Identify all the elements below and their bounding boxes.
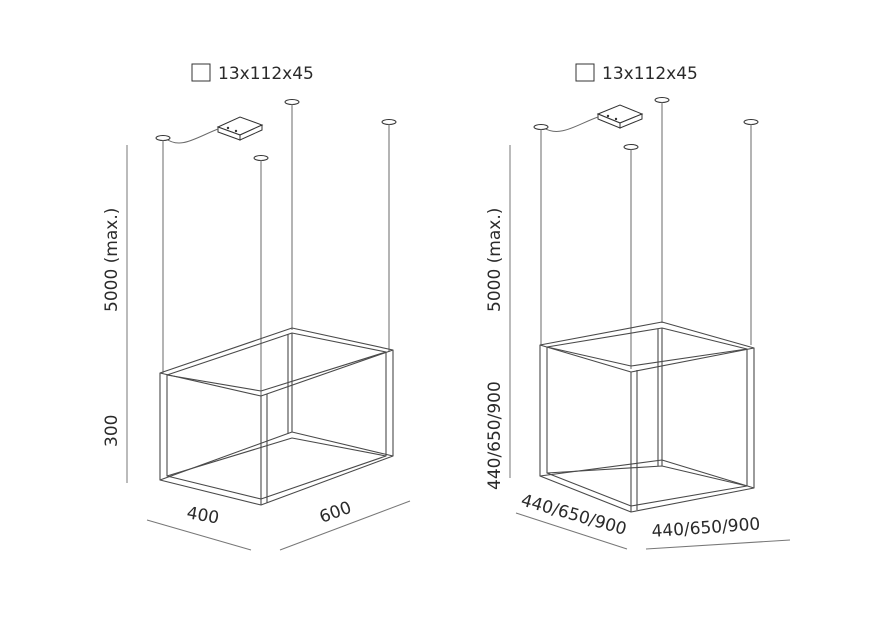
ceiling-canopy <box>743 119 759 125</box>
width-label: 600 <box>317 498 354 528</box>
ceiling-canopy <box>533 124 549 130</box>
ceiling-canopy <box>654 97 670 103</box>
driver-box <box>216 116 264 141</box>
driver-box <box>596 104 644 129</box>
depth-label: 400 <box>185 503 220 528</box>
driver-dimensions-label: 13x112x45 <box>218 64 314 84</box>
driver-symbol-box <box>191 63 211 82</box>
frame-height-label: 440/650/900 <box>485 381 505 490</box>
right-unit: 13x112x45 5000 (max.) 440/650/900 <box>485 63 791 550</box>
ceiling-canopy <box>381 119 397 125</box>
ceiling-canopy <box>284 99 300 105</box>
driver-symbol-box <box>575 63 595 82</box>
width-label: 440/650/900 <box>651 514 761 542</box>
cable-length-label: 5000 (max.) <box>102 208 122 312</box>
driver-dimensions-label: 13x112x45 <box>602 64 698 84</box>
depth-label: 440/650/900 <box>519 491 629 540</box>
left-frame <box>159 327 394 506</box>
frame-height-label: 300 <box>102 415 122 447</box>
right-frame <box>539 321 755 513</box>
ceiling-canopy <box>253 155 269 161</box>
cable-length-label: 5000 (max.) <box>485 208 505 312</box>
ceiling-canopy <box>623 144 639 150</box>
ceiling-canopy <box>155 135 171 141</box>
left-unit: 13x112x45 50 <box>102 63 411 551</box>
